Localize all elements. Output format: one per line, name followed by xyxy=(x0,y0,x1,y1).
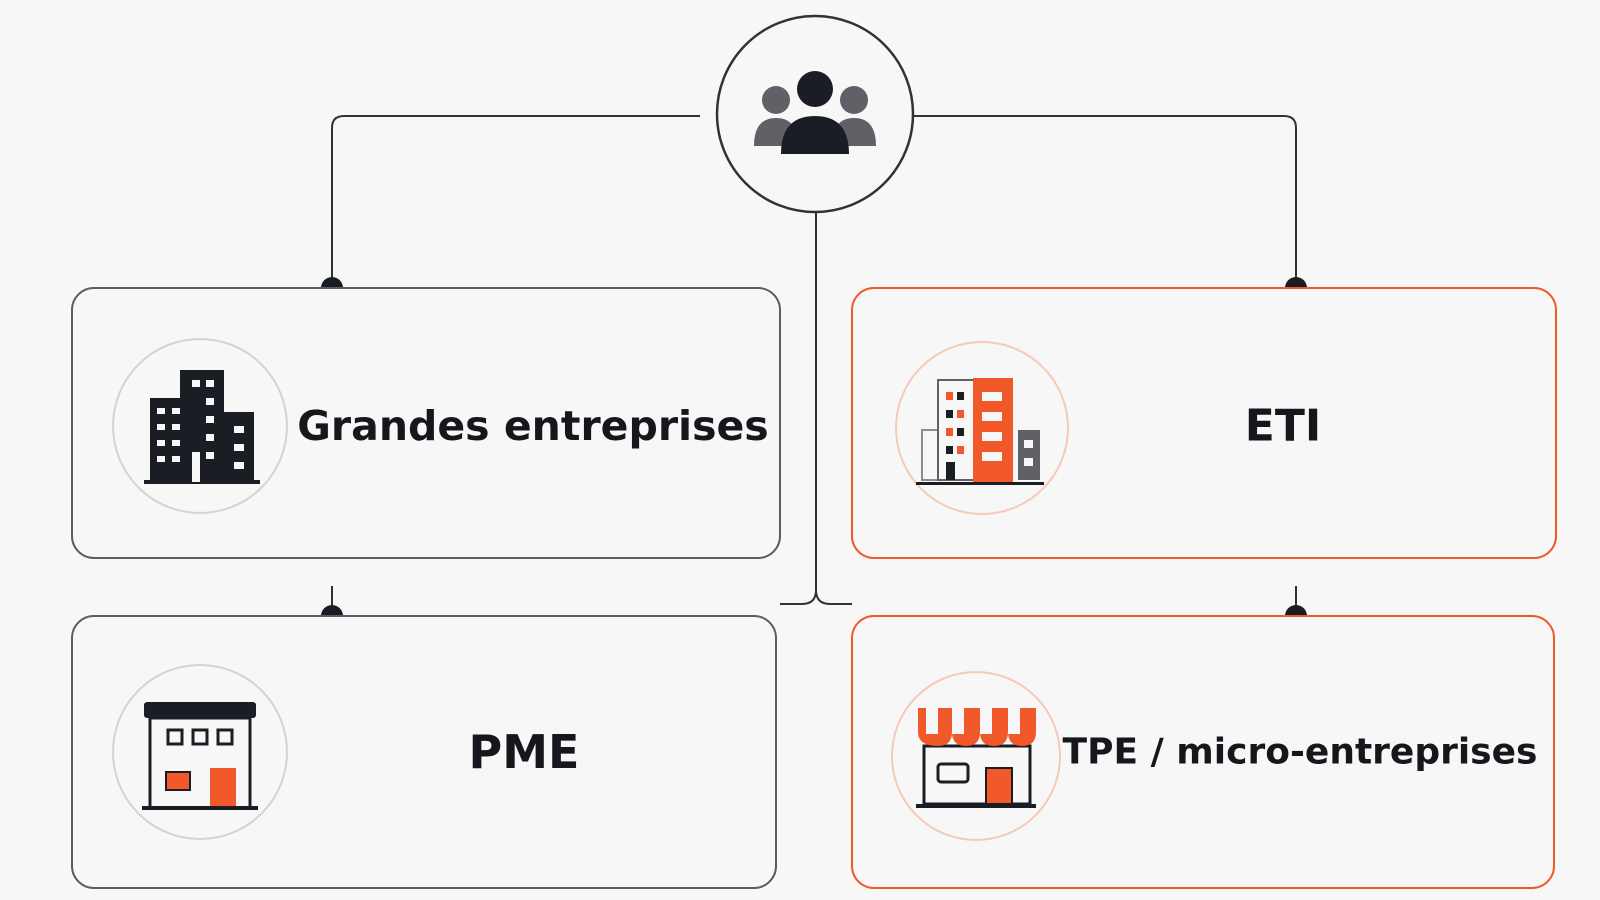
connector-root-trunk xyxy=(780,212,852,605)
card-label: Grandes entreprises xyxy=(297,402,768,450)
office-towers-icon xyxy=(144,370,260,484)
mid-size-building-icon xyxy=(916,378,1044,485)
card-label: PME xyxy=(469,725,580,779)
group-of-people-icon xyxy=(754,71,876,154)
connector-root-to-grandes-entreprises xyxy=(331,115,700,288)
card-tpe-micro-entreprises: TPE / micro-entreprises xyxy=(851,615,1555,889)
card-grandes-entreprises: Grandes entreprises xyxy=(71,287,781,559)
small-office-building-icon xyxy=(142,702,258,810)
root-node-circle xyxy=(715,14,915,214)
root-node xyxy=(715,14,915,214)
card-eti: ETI xyxy=(851,287,1557,559)
connector-root-to-eti xyxy=(900,115,1297,288)
card-label: TPE / micro-entreprises xyxy=(1063,732,1538,773)
card-label: ETI xyxy=(1245,401,1321,452)
storefront-awning-icon xyxy=(916,708,1036,808)
card-pme: PME xyxy=(71,615,777,889)
